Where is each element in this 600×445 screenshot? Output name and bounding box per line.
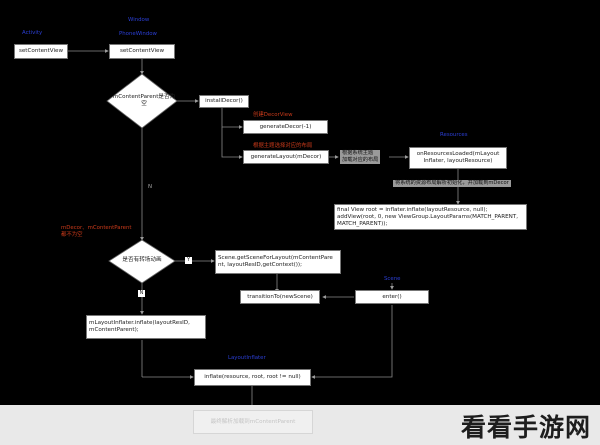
parse-hint-label: 将系统的资源布局解析初始化，并加载到mDecor: [393, 180, 511, 187]
final-result-box: 最终解析加载到mContentParent: [193, 410, 313, 434]
theme-hint-label: 根据系统主题 加载对应的布局: [340, 150, 381, 164]
mdecor-hint-label: mDecor、mContentParent 都不为空: [61, 225, 132, 238]
inflate-box: inflate(resource, root, root != null): [194, 369, 311, 386]
final-view-box: final View root = inflater.inflate(layou…: [334, 204, 527, 230]
layout-inflater-inflate-box: mLayoutInflater.inflate(layoutResID, mCo…: [86, 315, 206, 339]
layout-hint-label: 根据主题选择对应的布局: [253, 143, 313, 149]
no-branch-label-1: N: [148, 184, 153, 190]
yes-branch-label: Y: [185, 257, 192, 264]
decision-content-parent-text: mContentParent是否为 空: [112, 94, 176, 107]
decision-transition-shape: [108, 239, 176, 284]
activity-label: Activity: [22, 30, 43, 36]
transition-to-box: transitionTo(newScene): [240, 290, 320, 304]
decision-content-parent-shape: [106, 73, 178, 129]
scene-for-layout-box: Scene.getSceneForLayout(mContentPare nt,…: [215, 250, 341, 274]
window-setcontentview-box: setContentView: [109, 44, 175, 59]
decision-transition-text: 是否有转场动画: [122, 257, 162, 263]
layoutinflater-label: LayoutInflater: [228, 355, 266, 361]
resources-label: Resources: [440, 132, 468, 138]
enter-box: enter(): [355, 290, 429, 304]
on-resources-loaded-box: onResourcesLoaded(mLayout Inflater, layo…: [409, 147, 507, 169]
scene-label: Scene: [384, 276, 401, 282]
window-label: Window: [128, 17, 150, 23]
decor-hint-label: 创建DecorView: [253, 112, 293, 118]
generate-layout-box: generateLayout(mDecor): [243, 150, 329, 164]
phonewindow-label: PhoneWindow: [119, 31, 157, 37]
no-branch-label-2: N: [138, 290, 145, 297]
watermark-text: 看看手游网: [460, 413, 591, 442]
generate-decor-box: generateDecor(-1): [243, 120, 328, 134]
activity-setcontentview-box: setContentView: [14, 44, 68, 59]
install-decor-box: installDecor(): [199, 95, 249, 108]
